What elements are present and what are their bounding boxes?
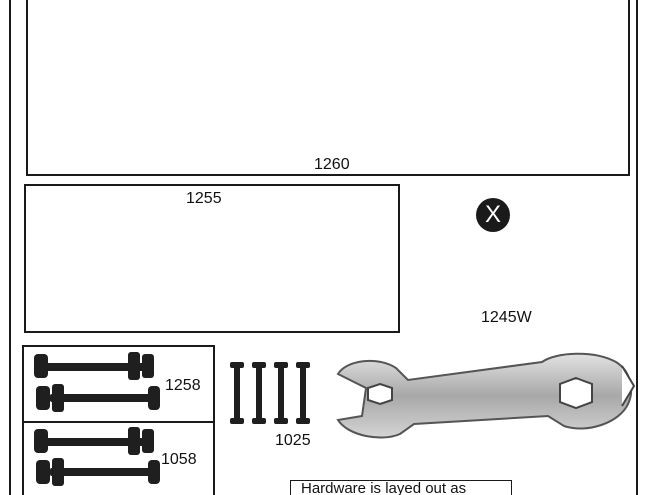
hardware-note: Hardware is layed out as: [290, 480, 512, 495]
part-1245w-label: 1245W: [481, 309, 532, 326]
bolts-1025-image: [230, 362, 310, 424]
panel-1260-label: 1260: [314, 156, 350, 173]
bolt-1058-label: 1058: [161, 451, 197, 468]
panel-1260-box: [26, 0, 630, 176]
bolt-set-1258-image: [34, 352, 160, 412]
panel-1255-label: 1255: [186, 190, 222, 207]
bolt-1258-label: 1258: [165, 377, 201, 394]
part-x-badge: X: [476, 198, 510, 232]
outer-frame: [9, 0, 638, 495]
bolt-set-1058-image: [34, 427, 160, 486]
panel-1255-box: [24, 184, 400, 333]
bolt-box-1058: [22, 421, 215, 495]
bolts-1025-label: 1025: [275, 432, 311, 449]
wrench-icon: [336, 352, 636, 439]
